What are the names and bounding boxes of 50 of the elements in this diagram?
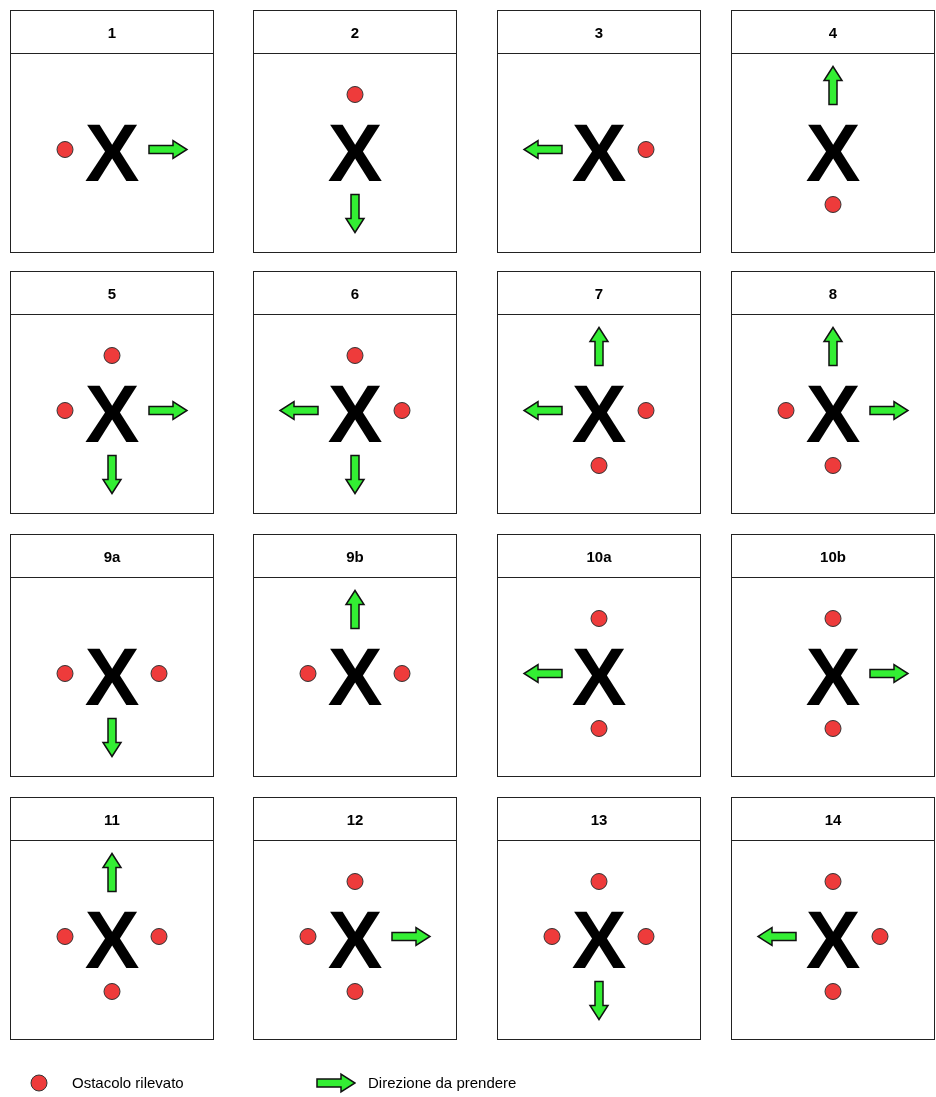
panel-number: 5 <box>107 284 117 302</box>
panel-box <box>731 534 935 777</box>
panel-box <box>253 271 457 514</box>
panel-box <box>497 271 701 514</box>
panel-number: 10a <box>586 547 612 565</box>
robot-position-mark: X <box>571 372 627 455</box>
panel-box <box>10 797 214 1040</box>
panel-number: 12 <box>346 810 364 828</box>
panel-number: 13 <box>590 810 608 828</box>
panel-box <box>731 271 935 514</box>
panel-number: 11 <box>104 810 120 828</box>
robot-position-mark: X <box>84 372 140 455</box>
robot-position-mark: X <box>805 898 861 981</box>
robot-position-mark: X <box>571 635 627 718</box>
panel-number: 1 <box>107 23 117 41</box>
panel-number: 9a <box>103 547 121 565</box>
panel-box <box>497 797 701 1040</box>
robot-position-mark: X <box>327 111 383 194</box>
panel-number: 4 <box>828 23 838 41</box>
panel-box <box>497 534 701 777</box>
panel-number: 2 <box>350 23 360 41</box>
panel-box <box>10 271 214 514</box>
panel-number: 10b <box>820 547 846 565</box>
legend-label: Ostacolo rilevato <box>72 1074 184 1091</box>
robot-position-mark: X <box>571 898 627 981</box>
panel-number: 9b <box>346 547 364 565</box>
panel-box <box>731 10 935 253</box>
panel-box <box>253 797 457 1040</box>
panel-box <box>10 534 214 777</box>
robot-position-mark: X <box>327 635 383 718</box>
panel-box <box>497 10 701 253</box>
panel-box <box>731 797 935 1040</box>
panel-box <box>253 534 457 777</box>
legend-label: Direzione da prendere <box>368 1074 517 1091</box>
panel-box <box>253 10 457 253</box>
panel-number: 14 <box>824 810 842 828</box>
robot-position-mark: X <box>805 635 861 718</box>
robot-position-mark: X <box>327 898 383 981</box>
robot-position-mark: X <box>805 372 861 455</box>
robot-position-mark: X <box>805 111 861 194</box>
panel-number: 3 <box>594 23 604 41</box>
panel-number: 7 <box>594 284 604 302</box>
robot-position-mark: X <box>84 635 140 718</box>
panel-number: 8 <box>828 284 838 302</box>
panel-box <box>10 10 214 253</box>
robot-position-mark: X <box>571 111 627 194</box>
robot-position-mark: X <box>84 111 140 194</box>
robot-position-mark: X <box>84 898 140 981</box>
robot-position-mark: X <box>327 372 383 455</box>
panel-number: 6 <box>350 284 360 302</box>
